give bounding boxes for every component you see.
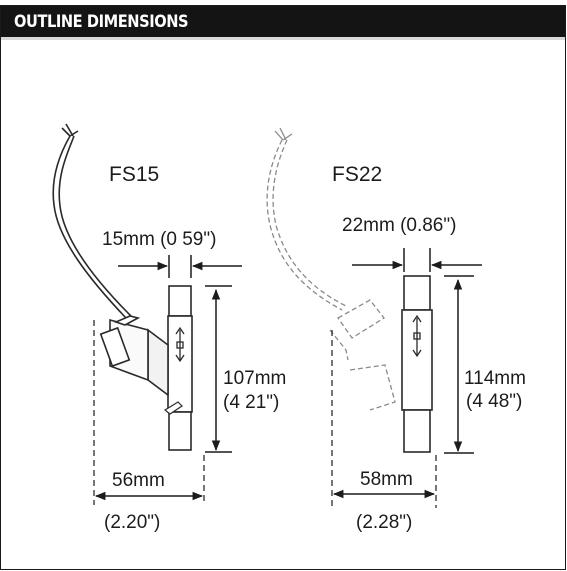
fs22-sensor-drawing bbox=[266, 127, 433, 453]
fs15-pipe-body bbox=[99, 285, 193, 451]
section-title: OUTLINE DIMENSIONS bbox=[14, 12, 189, 32]
header-divider bbox=[1, 37, 565, 40]
fs15-sensor-drawing bbox=[52, 123, 193, 451]
fs22-width-mm-label: 58mm bbox=[360, 469, 413, 490]
fs22-dimension-lines bbox=[331, 248, 482, 508]
fs22-width-in-label: (2.28") bbox=[356, 512, 412, 533]
section-header: OUTLINE DIMENSIONS bbox=[1, 6, 565, 37]
fs22-pipe-body bbox=[401, 275, 433, 453]
fs15-dimension-lines bbox=[93, 255, 242, 505]
fs22-model-label: FS22 bbox=[332, 163, 382, 186]
fs15-cable bbox=[52, 123, 132, 319]
fs22-flow-arrow-icon bbox=[412, 314, 422, 358]
fs22-height-mm-label: 114mm bbox=[464, 368, 526, 389]
fs15-model-label: FS15 bbox=[109, 163, 159, 186]
fs15-height-in-label: (4 21") bbox=[223, 392, 279, 413]
fs15-height-mm-label: 107mm bbox=[223, 368, 286, 389]
fs22-diameter-label: 22mm (0.86") bbox=[342, 215, 456, 236]
outline-dimensions-panel: OUTLINE DIMENSIONS bbox=[0, 5, 566, 570]
fs15-diameter-label: 15mm (0 59") bbox=[102, 229, 216, 250]
fs22-side-fitting bbox=[329, 299, 396, 411]
fs15-flow-arrow-icon bbox=[175, 326, 185, 363]
fs22-height-in-label: (4 48") bbox=[466, 391, 522, 412]
fs15-width-mm-label: 56mm bbox=[112, 470, 165, 491]
fs15-width-in-label: (2.20") bbox=[104, 512, 160, 533]
fs22-cable bbox=[266, 127, 347, 311]
